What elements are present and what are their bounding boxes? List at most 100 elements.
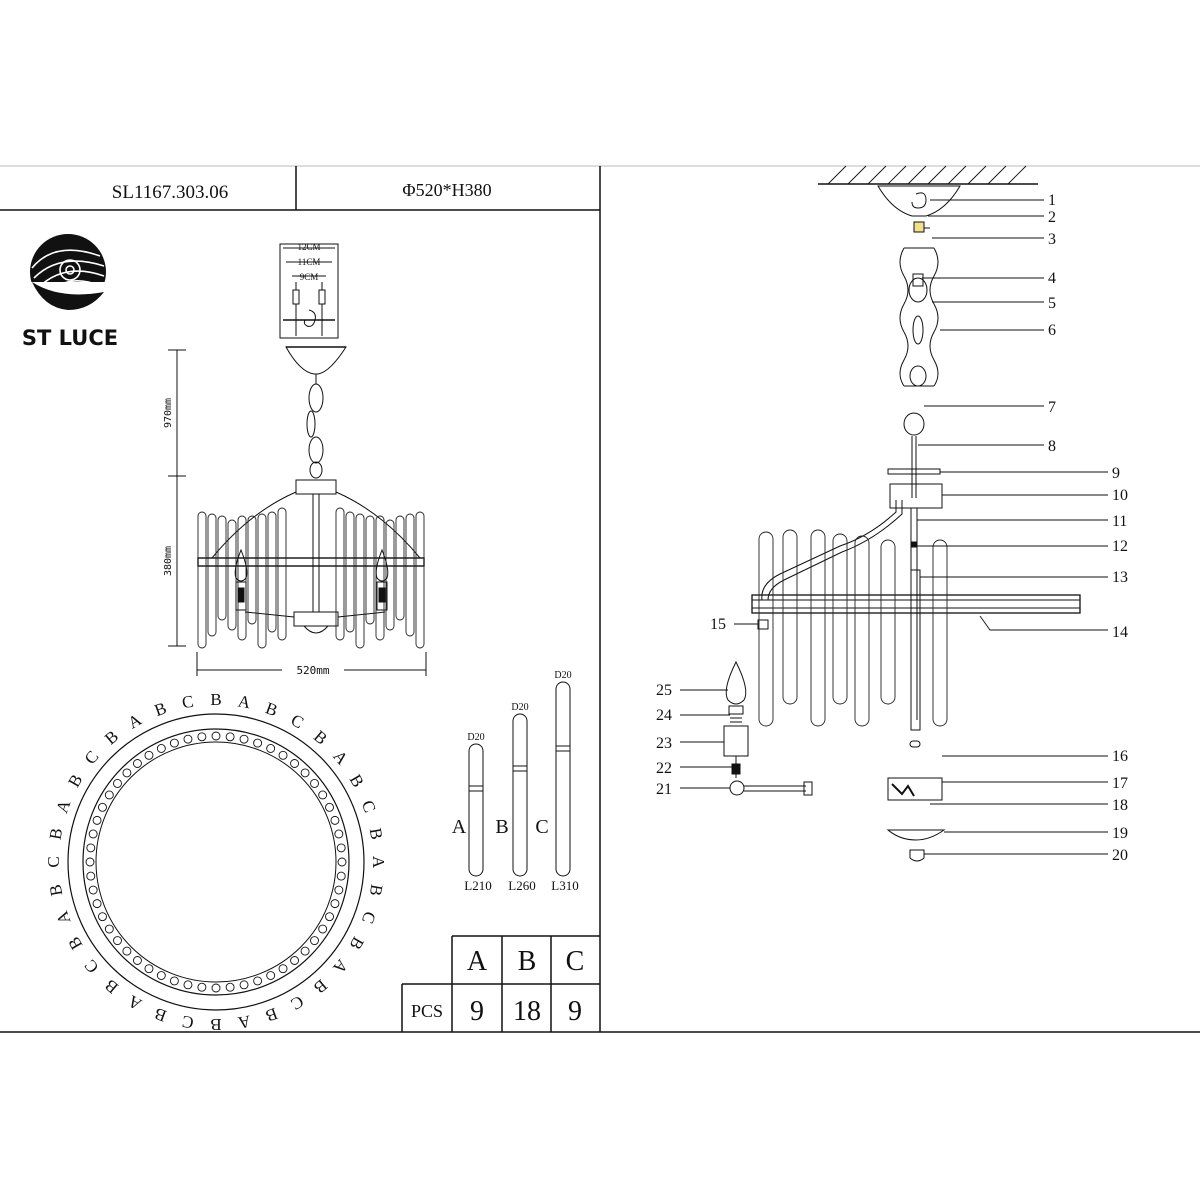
front-view-glass-rods — [197, 507, 425, 649]
ring-letter: B — [346, 934, 368, 953]
front-glass-rod — [237, 515, 247, 641]
rod-type-b — [512, 713, 528, 877]
ring-rod-position — [225, 982, 235, 992]
ring-rod-position — [88, 885, 98, 895]
ring-letter: C — [288, 992, 307, 1014]
ring-rod-position — [86, 871, 96, 881]
front-glass-rod — [375, 515, 385, 641]
ring-rod-position — [211, 983, 221, 993]
ring-rod-position — [104, 790, 114, 800]
front-glass-rod — [277, 507, 287, 641]
part-number-18: 18 — [1112, 797, 1128, 814]
pcs-header-b: B — [518, 946, 537, 977]
ring-letter: A — [369, 856, 388, 869]
dim-body-height: 380mm — [163, 546, 174, 576]
ring-rod-position — [104, 924, 114, 934]
part-number-5: 5 — [1048, 295, 1056, 312]
ring-rod-position — [253, 738, 263, 748]
ring-letter: B — [101, 727, 122, 749]
pcs-value-c: 9 — [568, 996, 582, 1027]
dim-width: 520mm — [296, 664, 329, 677]
rod-a-length: L210 — [464, 878, 491, 893]
part-number-25: 25 — [656, 682, 672, 699]
ring-rod-position — [132, 956, 142, 965]
rod-type-a — [468, 743, 484, 877]
ring-layout-top-view — [67, 713, 365, 1011]
canopy-dim-9cm: 9CM — [300, 272, 319, 282]
pcs-value-b: 18 — [513, 996, 541, 1027]
exploded-glass-rod — [932, 539, 948, 727]
ring-rod-position — [239, 980, 249, 990]
ring-letter: B — [101, 976, 122, 998]
part-number-19: 19 — [1112, 825, 1128, 842]
front-glass-rod — [335, 507, 345, 641]
candle-lamp-icon — [375, 548, 389, 611]
exploded-glass-rod — [880, 539, 896, 705]
part-number-1: 1 — [1048, 192, 1056, 209]
front-glass-rod — [257, 513, 267, 649]
ring-rod-position — [239, 734, 249, 744]
front-glass-rod — [355, 513, 365, 649]
front-glass-rod — [197, 511, 207, 649]
front-glass-rod — [415, 511, 425, 649]
ring-letter: B — [64, 934, 86, 953]
ring-rod-position — [325, 912, 334, 922]
part-number-7: 7 — [1048, 399, 1056, 416]
rod-type-c — [555, 681, 571, 877]
ring-rod-position — [325, 802, 334, 812]
part-number-9: 9 — [1112, 465, 1120, 482]
ring-letter: A — [124, 991, 145, 1014]
ring-letter: C — [358, 798, 380, 815]
front-glass-rod — [207, 513, 217, 637]
rod-c-length: L310 — [551, 878, 578, 893]
front-glass-rod — [247, 515, 257, 625]
front-glass-rod — [405, 513, 415, 637]
exploded-glass-rod — [782, 529, 798, 705]
ring-rod-position — [318, 790, 328, 800]
ring-rod-position — [113, 936, 122, 946]
exploded-glass-rod — [854, 535, 870, 727]
part-number-14: 14 — [1112, 624, 1128, 641]
ring-letter: A — [329, 956, 352, 978]
front-glass-rod — [217, 515, 227, 621]
ring-letter: B — [310, 976, 331, 998]
ring-rod-position — [334, 885, 344, 895]
ring-rod-position — [144, 964, 154, 974]
ring-rod-position — [183, 980, 193, 990]
exploded-glass-rod — [758, 531, 774, 727]
part-number-10: 10 — [1112, 487, 1128, 504]
ring-rod-position — [122, 946, 132, 956]
part-number-2: 2 — [1048, 209, 1056, 226]
ring-rod-position — [86, 843, 96, 853]
front-glass-rod — [227, 519, 237, 631]
ring-rod-position — [310, 778, 319, 788]
ring-letter: A — [125, 710, 146, 733]
pcs-row-label: PCS — [411, 1001, 443, 1021]
part-number-20: 20 — [1112, 847, 1128, 864]
front-glass-rod — [365, 515, 375, 625]
ring-rod-position — [318, 924, 328, 934]
brand-logo-icon — [30, 234, 106, 312]
ring-letter: B — [366, 827, 387, 841]
ring-rod-position — [156, 971, 166, 980]
exploded-view — [723, 165, 1081, 862]
ring-rod-position — [98, 802, 107, 812]
part-number-8: 8 — [1048, 438, 1056, 455]
ring-letter: C — [181, 692, 195, 713]
front-dimension-lines — [168, 349, 427, 676]
ring-rod-position — [278, 964, 288, 974]
ring-rod-position — [334, 829, 344, 839]
ring-rod-position — [88, 829, 98, 839]
front-glass-rod — [395, 515, 405, 621]
ring-rod-position — [253, 976, 263, 986]
ring-rod-position — [144, 750, 154, 760]
ring-letter: B — [366, 883, 387, 897]
rod-b-letter: B — [495, 816, 508, 838]
ring-rod-position — [132, 759, 142, 768]
ring-letter: C — [81, 956, 103, 977]
ring-letter: A — [52, 797, 74, 816]
front-view-candle-lamps — [234, 548, 389, 611]
rod-b-diameter: D20 — [511, 702, 528, 713]
candle-lamp-icon — [234, 548, 248, 611]
